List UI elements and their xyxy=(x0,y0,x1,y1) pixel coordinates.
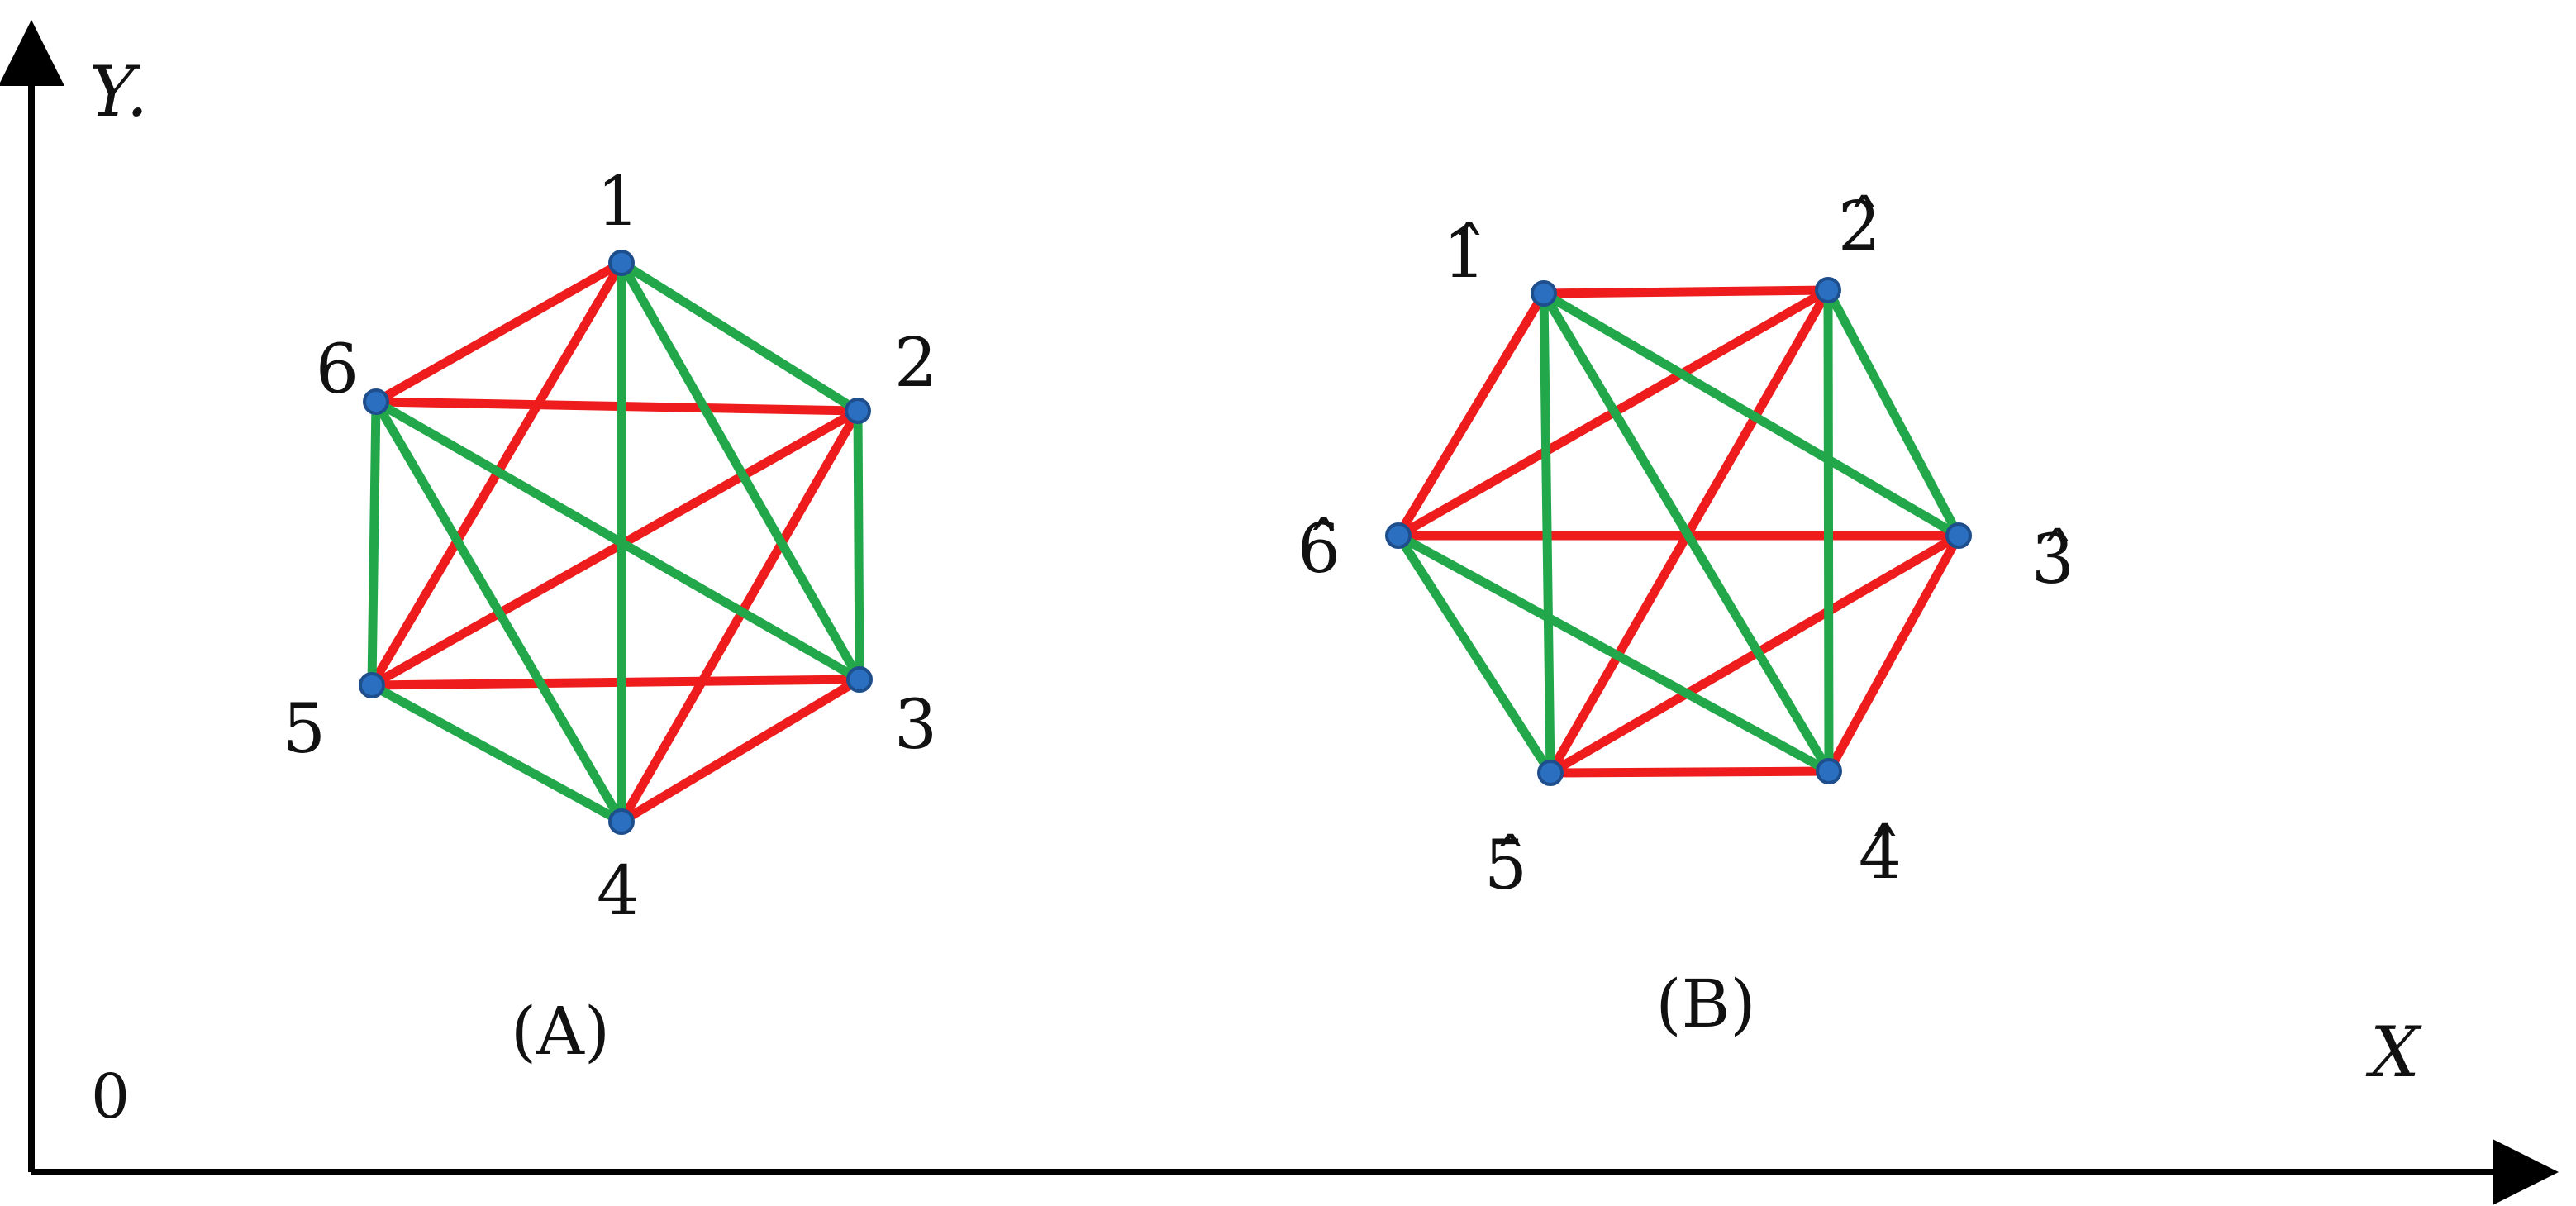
graph-b-nodes xyxy=(1385,277,1972,786)
graph-a-edge-1-3-green xyxy=(617,258,864,684)
graph-b: 1̂ 2̂ 3̂ 4̂ 5̂ 6̂ (B) xyxy=(1298,188,2074,1042)
graph-a-edge-1-2-green xyxy=(617,258,863,416)
graph-a-edge-5-4-green xyxy=(367,680,626,827)
graph-b-node-label-3: 3̂ xyxy=(2031,521,2074,599)
graph-a-edge-3-4-red xyxy=(617,675,864,827)
graph-b-edge-1-3-green xyxy=(1539,288,1964,541)
graph-a-node-label-6: 6 xyxy=(316,331,359,409)
graph-a-node-2 xyxy=(845,398,871,424)
graph-b-node-4 xyxy=(1816,758,1842,784)
axes: Y. X 0 xyxy=(0,20,2559,1205)
graph-a-edge-2-5-red xyxy=(367,406,863,690)
graph-b-edge-2-4-green xyxy=(1823,285,1834,776)
graph-a-node-label-5: 5 xyxy=(283,690,326,769)
graph-a-edge-5-3-red xyxy=(367,675,864,690)
graph-a-node-1 xyxy=(608,250,635,276)
graph-b-node-5 xyxy=(1537,760,1564,786)
graph-b-edges xyxy=(1393,285,1964,778)
graph-a-caption: (A) xyxy=(511,993,610,1070)
graph-b-edge-1-6-red xyxy=(1393,288,1549,541)
graph-b-edge-2-3-green xyxy=(1823,285,1964,541)
graph-a-node-3 xyxy=(846,666,873,693)
graph-a-edge-2-4-red xyxy=(617,406,863,827)
graph-b-node-label-4: 4̂ xyxy=(1859,816,1902,894)
y-axis-label: Y. xyxy=(89,51,148,132)
graph-a-node-label-2: 2 xyxy=(894,324,937,403)
graph-b-node-label-5: 5̂ xyxy=(1484,827,1527,905)
graph-a-edge-2-3-green xyxy=(853,406,864,684)
graph-b-node-6 xyxy=(1385,522,1412,549)
graph-a-edges xyxy=(367,258,864,827)
graph-b-caption: (B) xyxy=(1655,965,1755,1042)
graph-a-node-label-3: 3 xyxy=(894,686,937,765)
graph-a-nodes xyxy=(359,250,873,835)
graph-b-edge-6-4-green xyxy=(1393,531,1834,776)
x-axis-label: X xyxy=(2365,1012,2422,1093)
graph-a-edge-1-6-red xyxy=(371,258,626,407)
graph-b-edge-1-4-green xyxy=(1539,288,1834,776)
graph-b-edge-6-5-green xyxy=(1393,531,1555,778)
graph-a-edge-6-4-green xyxy=(371,397,626,827)
graph-b-edge-1-2-red xyxy=(1539,285,1833,298)
graph-a-node-label-1: 1 xyxy=(597,163,640,241)
graph-a-node-5 xyxy=(359,672,385,698)
graph-b-node-1 xyxy=(1531,280,1557,307)
graph-b-edge-1-5-green xyxy=(1539,288,1555,778)
graph-b-node-label-1: 1̂ xyxy=(1443,215,1486,293)
graph-b-node-label-2: 2̂ xyxy=(1838,188,1881,266)
graph-b-edge-5-4-red xyxy=(1545,766,1834,778)
graph-a-edge-6-5-green xyxy=(367,397,381,690)
graph-b-node-label-6: 6̂ xyxy=(1298,510,1340,589)
origin-label: 0 xyxy=(91,1061,130,1132)
graph-b-node-3 xyxy=(1945,522,1972,549)
graph-a: 1 2 3 4 5 6 (A) xyxy=(283,163,937,1070)
graph-a-node-4 xyxy=(608,808,635,835)
graph-b-node-2 xyxy=(1815,277,1841,303)
graph-a-edge-6-3-green xyxy=(371,397,864,684)
graph-a-node-label-4: 4 xyxy=(597,852,640,931)
graph-a-node-6 xyxy=(363,388,389,415)
graph-b-edge-3-4-red xyxy=(1824,531,1964,776)
